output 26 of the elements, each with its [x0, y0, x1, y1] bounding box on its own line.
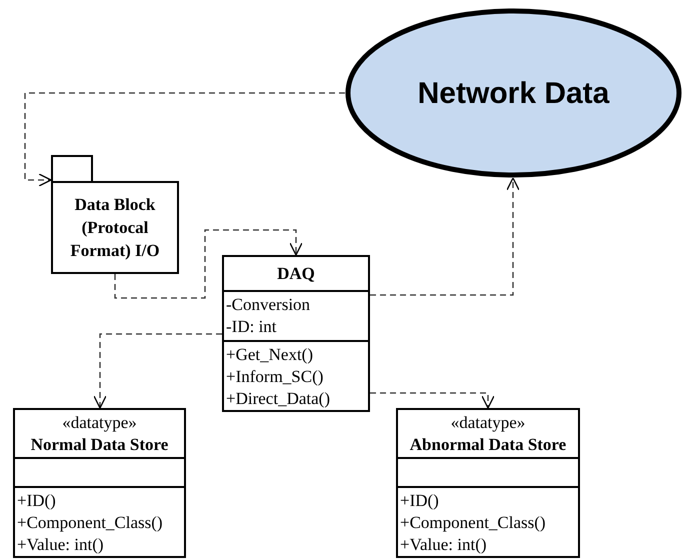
class-box [222, 255, 370, 412]
class-name: Abnormal Data Store [410, 434, 566, 456]
stereotype-label: «datatype» [62, 412, 137, 434]
class-name: DAQ [277, 262, 315, 285]
package-label: Data Block (Protocal Format) I/O [69, 194, 161, 262]
dependency-arrow [93, 333, 222, 409]
class-box [396, 408, 580, 558]
method-text: +Component_Class() [400, 512, 546, 534]
dependency-arrow [114, 229, 303, 299]
stereotype-label: «datatype» [450, 412, 526, 434]
method-text: +Get_Next() [226, 344, 314, 366]
method-text: +Direct_Data() [226, 388, 330, 410]
dependency-arrow [370, 177, 520, 296]
dependency-arrow [370, 392, 495, 409]
class-box [13, 408, 186, 558]
method-text: +Component_Class() [17, 512, 163, 534]
method-text: +Value: int() [17, 534, 104, 556]
method-text: +ID() [17, 490, 56, 512]
method-text: +ID() [400, 490, 439, 512]
method-text: +Inform_SC() [226, 366, 324, 388]
dependency-arrow [24, 92, 345, 187]
attribute-text: -Conversion [226, 294, 310, 316]
attribute-text: -ID: int [226, 316, 277, 338]
class-name: Normal Data Store [30, 434, 168, 456]
ellipse-label: Network Data [418, 76, 610, 112]
method-text: +Value: int() [400, 534, 487, 556]
